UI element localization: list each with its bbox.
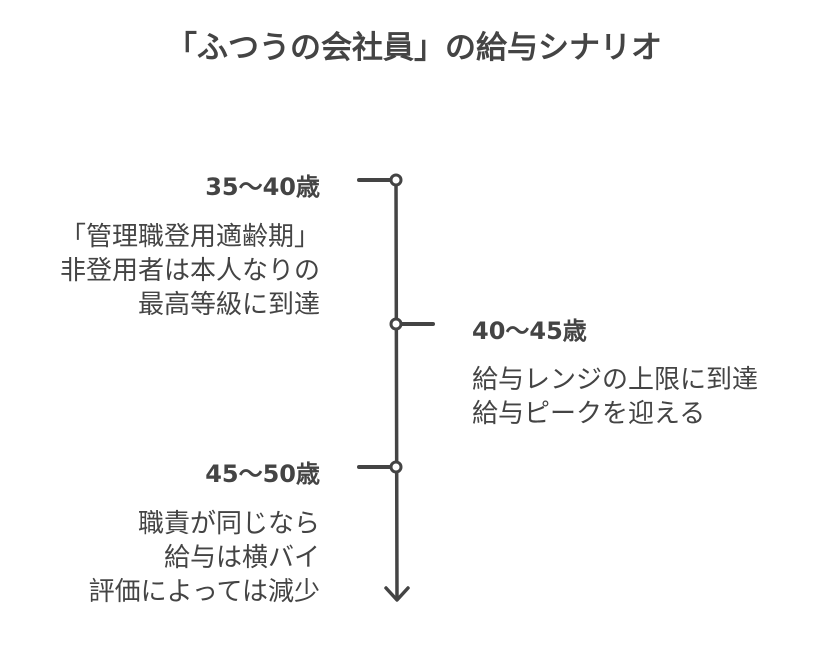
description-line: 給与ピークを迎える [472,399,706,429]
description-line: 最高等級に到達 [137,290,320,320]
milestone-dot-3 [389,460,403,474]
timeline-axis [394,178,399,600]
stage-description-1: 「管理職登用適齢期」 非登用者は本人なりの 最高等級に到達 [60,220,320,322]
stage-label-3: 45〜50歳 [205,460,320,488]
diagram-title: 「ふつうの会社員」の給与シナリオ [166,30,662,66]
description-line: 給与は横バイ [163,543,320,573]
description-line: 非登用者は本人なりの [59,256,320,286]
stage-label-1: 35〜40歳 [205,173,320,201]
arrow-head-icon [384,586,410,602]
milestone-dot-1 [389,173,403,187]
stage-description-2: 給与レンジの上限に到達 給与ピークを迎える [472,363,758,431]
stage-description-3: 職責が同じなら 給与は横バイ 評価によっては減少 [89,507,320,609]
description-line: 「管理職登用適齢期」 [59,222,320,252]
milestone-dot-2 [389,317,403,331]
stage-label-2: 40〜45歳 [472,317,587,345]
description-line: 給与レンジの上限に到達 [472,365,759,395]
description-line: 評価によっては減少 [88,577,320,607]
description-line: 職責が同じなら [137,509,320,539]
